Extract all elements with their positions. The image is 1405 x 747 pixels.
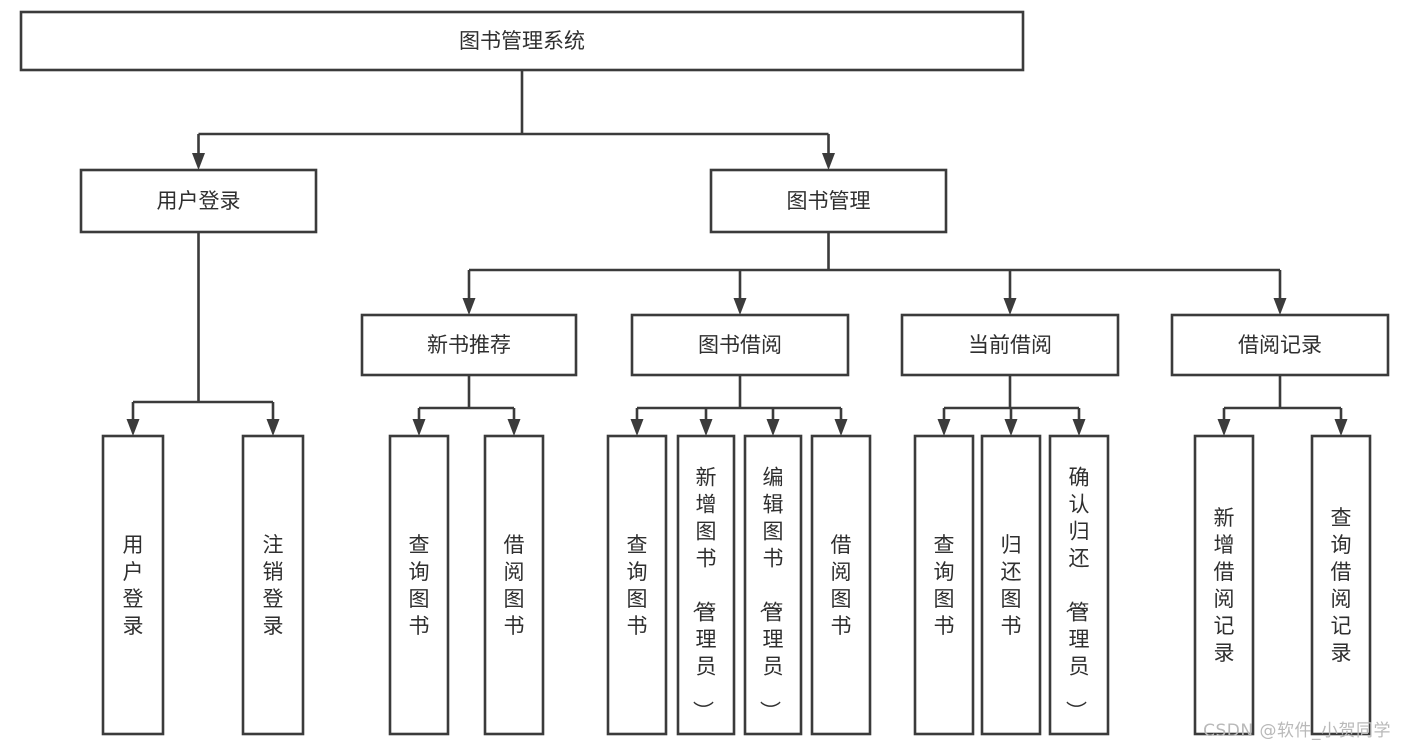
- node-label: 编辑图书（管理员）: [758, 466, 784, 722]
- connector-group-root: [192, 70, 835, 170]
- arrow-head-icon: [1217, 419, 1231, 436]
- node-box[interactable]: [900, 313, 1120, 377]
- node-label: 查询图书: [934, 533, 955, 638]
- node-leaf-return-book[interactable]: 归还图书: [980, 434, 1042, 736]
- connector-group-current-borrow: [937, 375, 1086, 436]
- connector-group-new-book-rec: [412, 375, 521, 436]
- node-box[interactable]: [360, 313, 578, 377]
- arrow-head-icon: [699, 419, 713, 436]
- node-borrow-record[interactable]: 借阅记录: [1170, 313, 1390, 377]
- node-label: 借阅记录: [1238, 333, 1322, 357]
- connector-group-borrow-record: [1217, 375, 1348, 436]
- arrow-head-icon: [1003, 298, 1017, 315]
- node-box[interactable]: [913, 434, 975, 736]
- node-box[interactable]: [388, 434, 450, 736]
- node-label: 图书管理系统: [459, 29, 585, 53]
- arrow-head-icon: [1334, 419, 1348, 436]
- connector-group-book-borrow: [630, 375, 848, 436]
- node-leaf-query-book-1[interactable]: 查询图书: [388, 434, 450, 736]
- node-box[interactable]: [79, 168, 318, 234]
- node-layer: 图书管理系统用户登录图书管理新书推荐图书借阅当前借阅借阅记录用户登录注销登录查询…: [19, 10, 1390, 736]
- arrow-head-icon: [462, 298, 476, 315]
- node-box[interactable]: [101, 434, 165, 736]
- node-box[interactable]: [19, 10, 1025, 72]
- node-leaf-logout[interactable]: 注销登录: [241, 434, 305, 736]
- node-label: 当前借阅: [968, 333, 1052, 357]
- node-box[interactable]: [630, 313, 850, 377]
- csdn-watermark: CSDN @软件_小贺同学: [1203, 721, 1391, 741]
- node-leaf-borrow-book-2[interactable]: 借阅图书: [810, 434, 872, 736]
- node-label: 归还图书: [1001, 533, 1022, 638]
- arrow-head-icon: [126, 419, 140, 436]
- node-box[interactable]: [483, 434, 545, 736]
- connector-layer: [126, 70, 1348, 436]
- node-label: 查询借阅记录: [1331, 506, 1352, 665]
- node-label: 查询图书: [409, 533, 430, 638]
- node-box[interactable]: [1310, 434, 1372, 736]
- connector-group-user-login: [126, 232, 280, 436]
- node-label: 用户登录: [157, 189, 241, 213]
- node-box[interactable]: [810, 434, 872, 736]
- node-box[interactable]: [743, 434, 803, 736]
- node-label: 注销登录: [263, 533, 284, 638]
- node-label: 用户登录: [123, 533, 144, 638]
- node-box[interactable]: [676, 434, 736, 736]
- node-label: 图书管理: [787, 189, 871, 213]
- node-leaf-query-record[interactable]: 查询借阅记录: [1310, 434, 1372, 736]
- node-leaf-edit-book[interactable]: 编辑图书（管理员）: [743, 434, 803, 736]
- node-box[interactable]: [980, 434, 1042, 736]
- node-label: 新增图书（管理员）: [691, 466, 717, 722]
- node-book-borrow[interactable]: 图书借阅: [630, 313, 850, 377]
- arrow-head-icon: [192, 153, 205, 170]
- node-leaf-add-record[interactable]: 新增借阅记录: [1193, 434, 1255, 736]
- node-leaf-borrow-book-1[interactable]: 借阅图书: [483, 434, 545, 736]
- node-label: 查询图书: [627, 533, 648, 638]
- node-leaf-query-book-3[interactable]: 查询图书: [913, 434, 975, 736]
- node-current-borrow[interactable]: 当前借阅: [900, 313, 1120, 377]
- arrow-head-icon: [766, 419, 780, 436]
- node-label: 确认归还（管理员）: [1064, 466, 1090, 722]
- node-user-login[interactable]: 用户登录: [79, 168, 318, 234]
- node-leaf-user-login[interactable]: 用户登录: [101, 434, 165, 736]
- arrow-head-icon: [1004, 419, 1018, 436]
- arrow-head-icon: [412, 419, 426, 436]
- arrow-head-icon: [1072, 419, 1086, 436]
- node-leaf-add-book[interactable]: 新增图书（管理员）: [676, 434, 736, 736]
- arrow-head-icon: [1273, 298, 1287, 315]
- node-box[interactable]: [1048, 434, 1110, 736]
- node-box[interactable]: [241, 434, 305, 736]
- node-label: 借阅图书: [504, 533, 525, 638]
- arrow-head-icon: [834, 419, 848, 436]
- arrow-head-icon: [266, 419, 280, 436]
- node-root[interactable]: 图书管理系统: [19, 10, 1025, 72]
- arrow-head-icon: [630, 419, 644, 436]
- node-box[interactable]: [1170, 313, 1390, 377]
- node-label: 借阅图书: [831, 533, 852, 638]
- node-box[interactable]: [709, 168, 948, 234]
- connector-group-book-manage: [462, 232, 1287, 315]
- node-book-manage[interactable]: 图书管理: [709, 168, 948, 234]
- node-box[interactable]: [1193, 434, 1255, 736]
- arrow-head-icon: [733, 298, 747, 315]
- node-new-book-rec[interactable]: 新书推荐: [360, 313, 578, 377]
- node-label: 新书推荐: [427, 333, 511, 357]
- arrow-head-icon: [937, 419, 951, 436]
- node-label: 图书借阅: [698, 333, 782, 357]
- node-label: 新增借阅记录: [1214, 506, 1235, 665]
- arrow-head-icon: [507, 419, 521, 436]
- node-leaf-confirm-return[interactable]: 确认归还（管理员）: [1048, 434, 1110, 736]
- node-box[interactable]: [606, 434, 668, 736]
- node-leaf-query-book-2[interactable]: 查询图书: [606, 434, 668, 736]
- arrow-head-icon: [822, 153, 835, 170]
